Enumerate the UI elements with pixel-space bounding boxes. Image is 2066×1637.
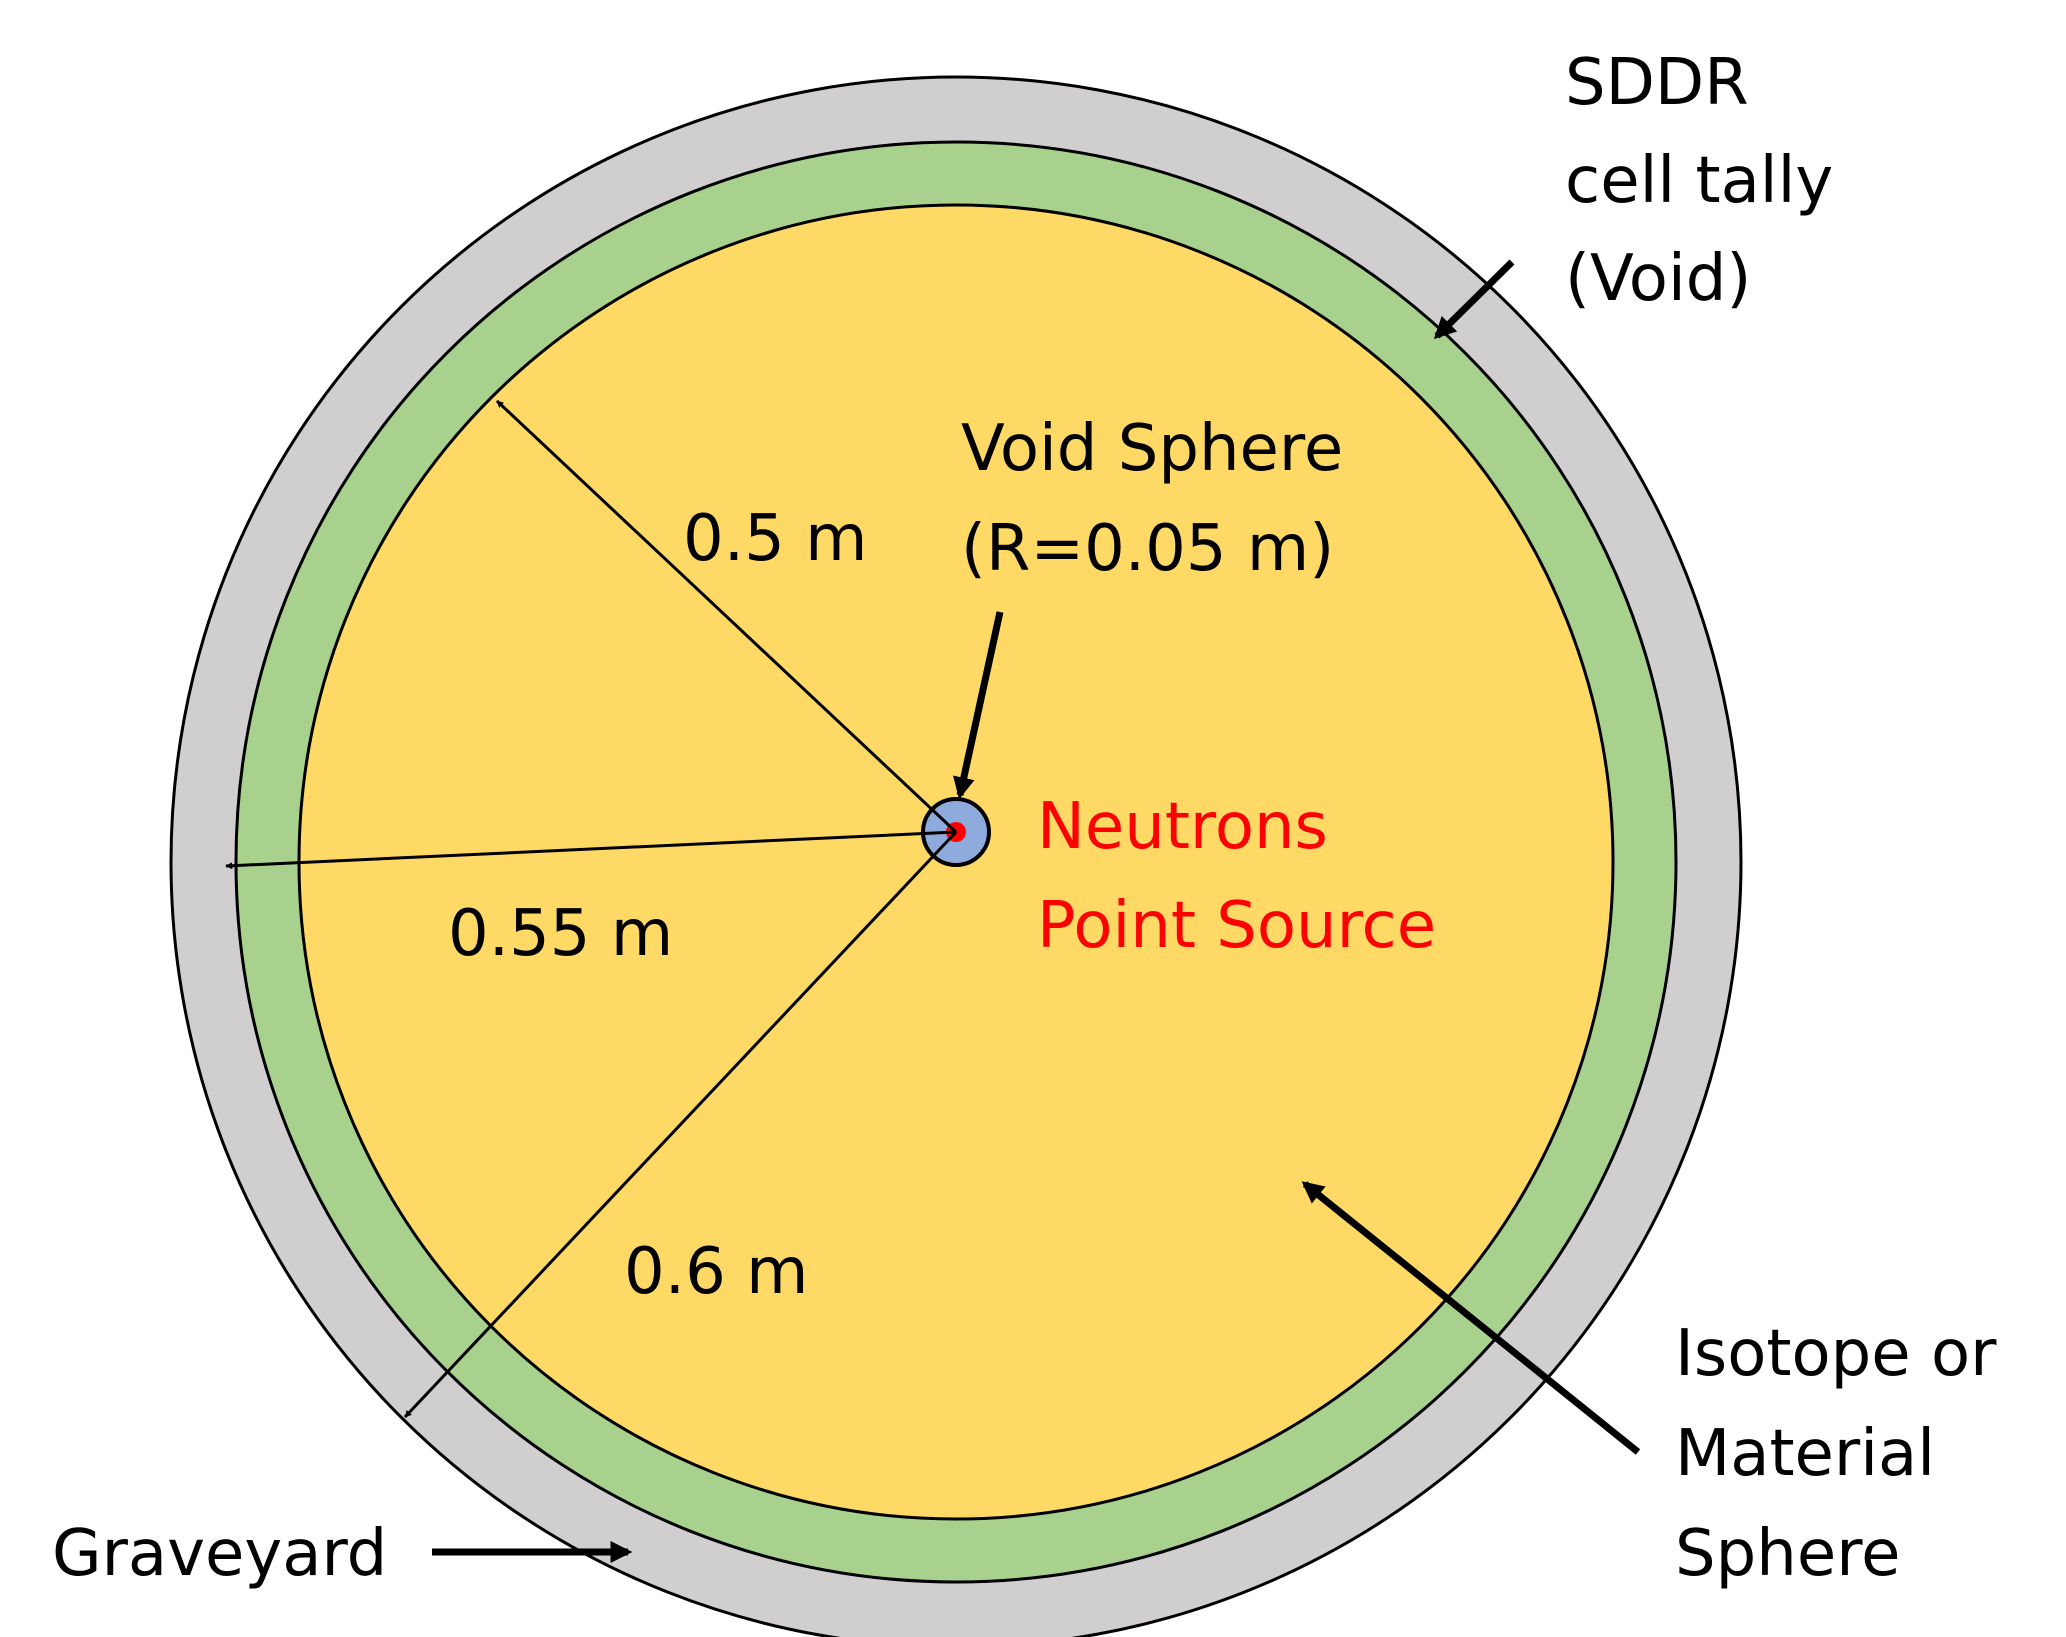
source-label-line2: Point Source [1037,889,1436,963]
radius-label-0.6m: 0.6 m [624,1235,808,1309]
sddr-tally-callout-arrow [1433,259,1515,340]
material-label-line1: Isotope or [1675,1317,1997,1391]
void-sphere-callout-arrow [953,611,1004,800]
radius-arrow-0.5m [495,399,958,834]
material-sphere-callout-arrow [1301,1181,1641,1455]
graveyard-label: Graveyard [52,1517,387,1591]
sddr-label-line3: (Void) [1565,242,1751,316]
radius-arrow-0.6m [403,830,958,1419]
radius-arrow-0.55m [225,830,957,870]
sddr-label-line2: cell tally [1565,144,1833,218]
material-label-line3: Sphere [1675,1517,1900,1591]
radius-label-0.5m: 0.5 m [683,502,867,576]
material-label-line2: Material [1675,1417,1935,1491]
sddr-label-line1: SDDR [1565,46,1749,120]
void-sphere-label-line1: Void Sphere [961,412,1343,486]
source-label-line1: Neutrons [1037,790,1328,864]
void-sphere-label-line2: (R=0.05 m) [961,512,1334,586]
radius-label-0.55m: 0.55 m [448,897,673,971]
